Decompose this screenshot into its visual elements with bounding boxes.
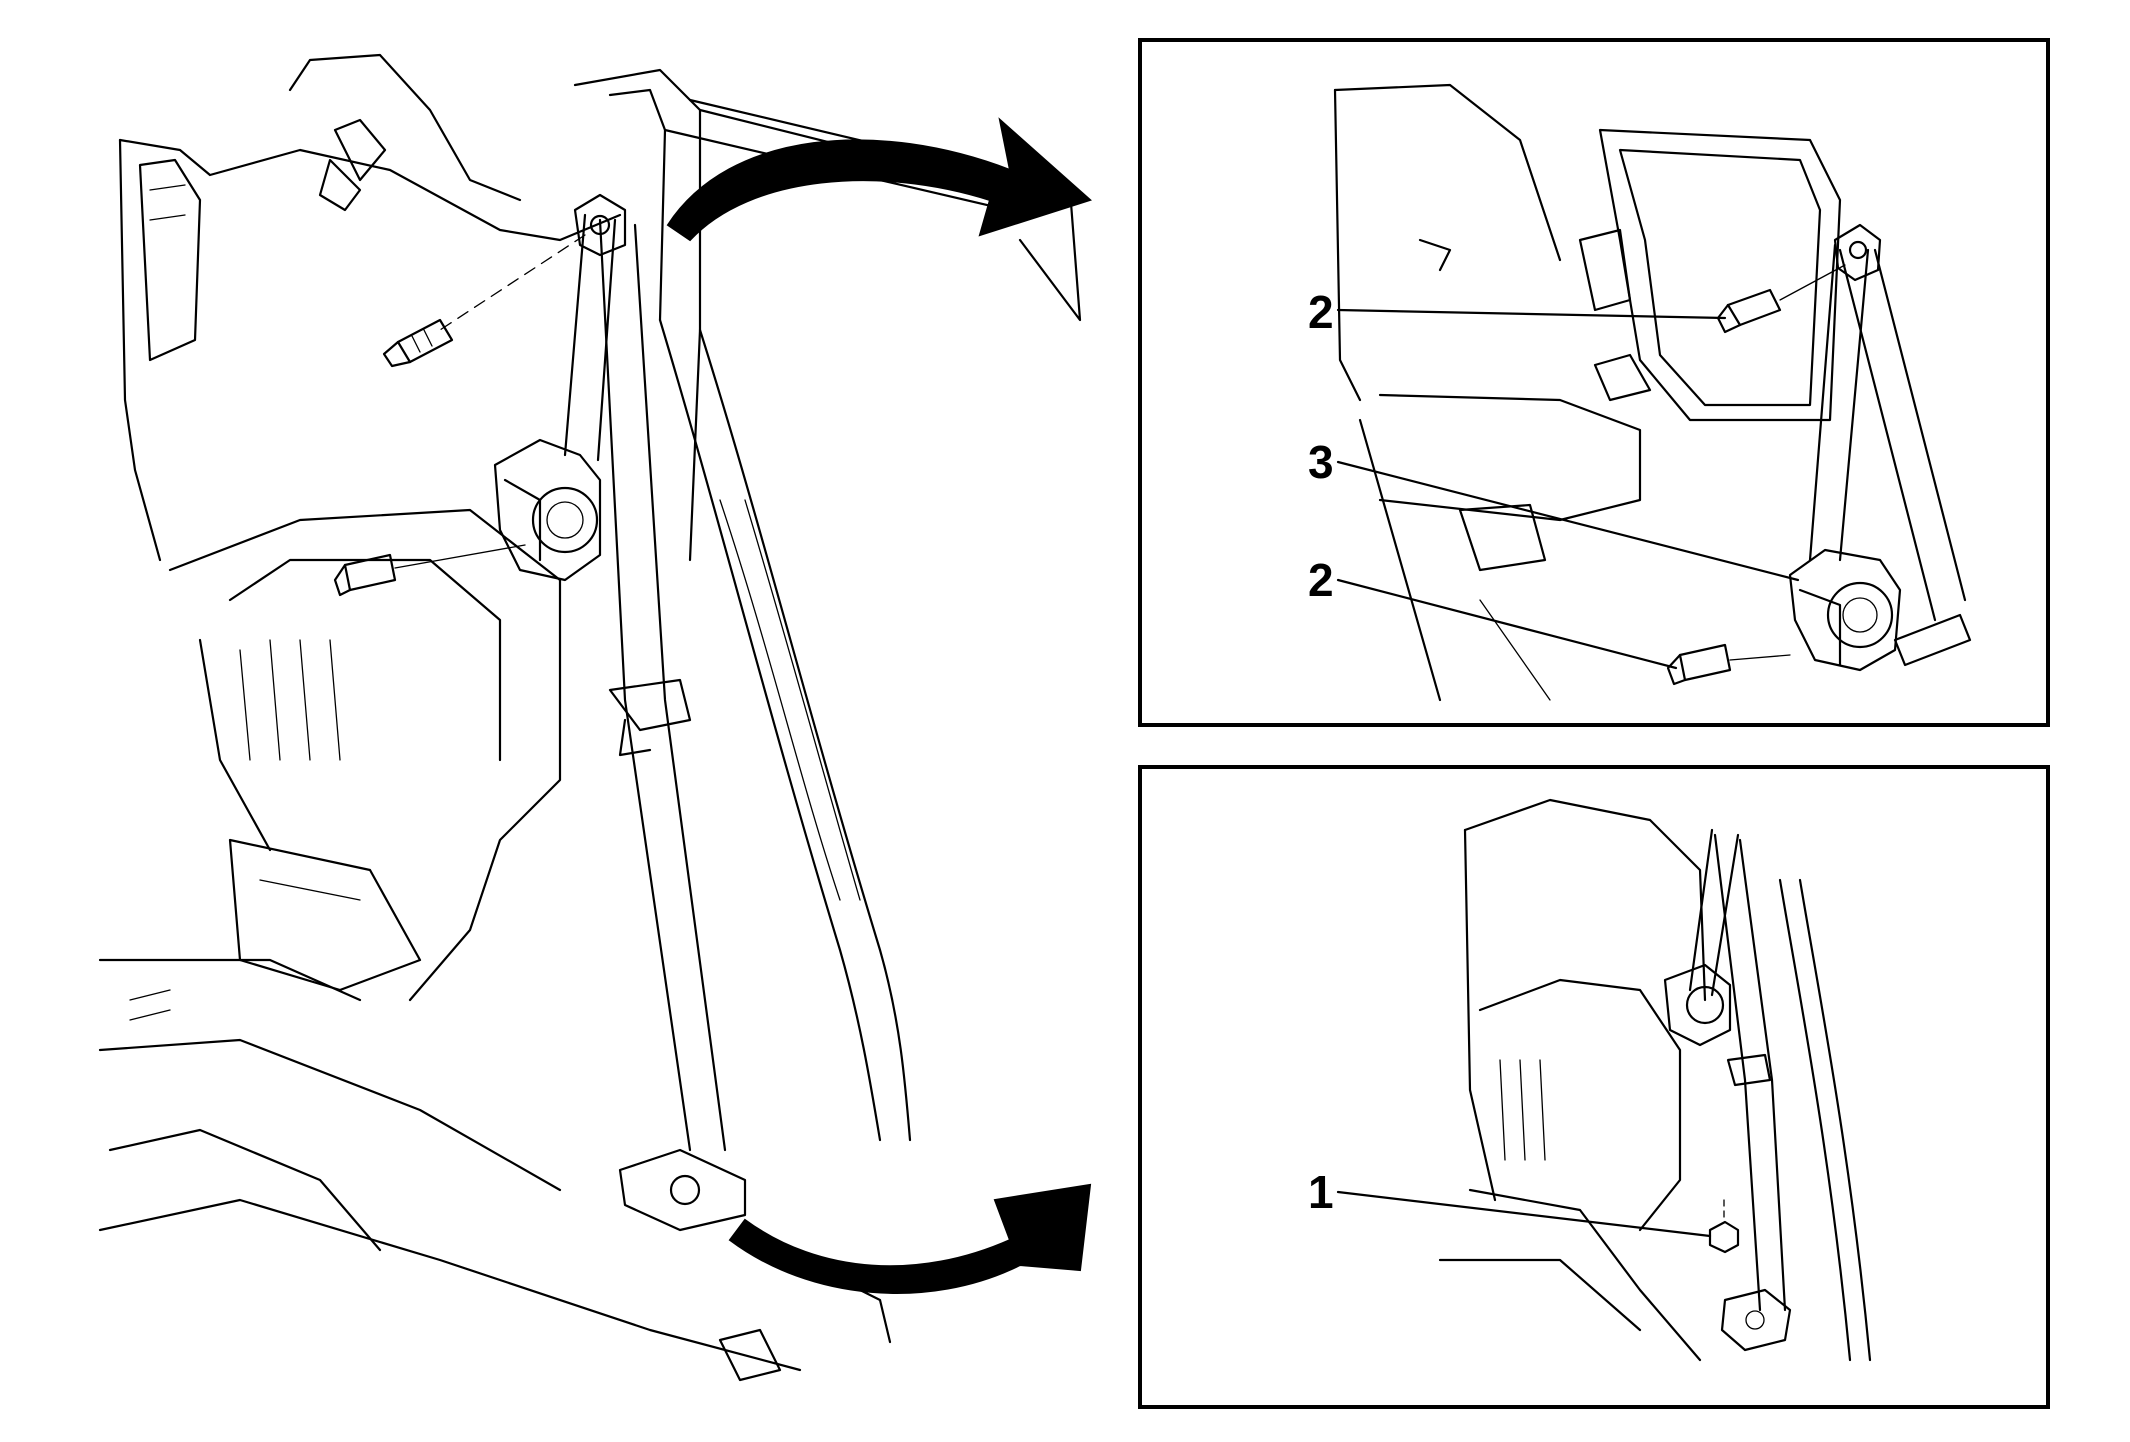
top-view-retractor <box>1788 548 1902 672</box>
top-view-webbing <box>1808 243 1972 667</box>
callout-top-lower-bolt: 2 <box>1308 554 1334 606</box>
leader-line-top-upper-bolt <box>1336 308 1727 320</box>
top-view-upper-bolt-icon <box>1716 264 1846 334</box>
callout-top-retractor: 3 <box>1308 436 1334 488</box>
retractor-bolt-icon <box>333 544 526 597</box>
retractor <box>493 438 602 582</box>
leader-line-top-retractor <box>1336 460 1800 582</box>
top-view-upper-anchor <box>1833 223 1882 282</box>
upper-body-panel <box>118 53 622 562</box>
leader-line-top-lower-bolt <box>1336 578 1678 670</box>
detail-frame-top <box>1138 38 2050 727</box>
top-view-lower-bolt-icon <box>1666 643 1791 686</box>
bottom-view-callouts: 1 <box>1308 1166 1712 1238</box>
upper-bolt-icon <box>382 318 454 368</box>
bottom-view-anchor-nut-icon <box>1708 1199 1740 1254</box>
bottom-view-lower-anchor <box>1720 1288 1792 1352</box>
top-view-body <box>1333 83 1842 702</box>
main-view <box>98 53 1092 1382</box>
rear-quarter-trim <box>658 318 912 1142</box>
upper-anchor <box>439 193 627 331</box>
detail-frame-bottom <box>1138 765 2050 1409</box>
callout-top-upper-bolt: 2 <box>1308 286 1334 338</box>
leader-line-bottom-anchor-nut <box>1336 1190 1712 1238</box>
bottom-view-webbing <box>1688 828 1787 1312</box>
bottom-view-retractor <box>1663 963 1732 1047</box>
floor-panel <box>98 958 892 1382</box>
wheelhouse-trim <box>168 508 562 1002</box>
arrow-to-top-view <box>666 117 1092 242</box>
detail-view-bottom: 1 <box>1138 765 2050 1409</box>
detail-view-top: 2 3 2 <box>1138 38 2050 727</box>
bottom-view-body <box>1438 798 1872 1362</box>
top-view-callouts: 2 3 2 <box>1308 286 1800 670</box>
arrow-to-bottom-view <box>728 1183 1092 1294</box>
callout-bottom-anchor-nut: 1 <box>1308 1166 1334 1218</box>
seat-belt-webbing <box>563 213 727 1152</box>
